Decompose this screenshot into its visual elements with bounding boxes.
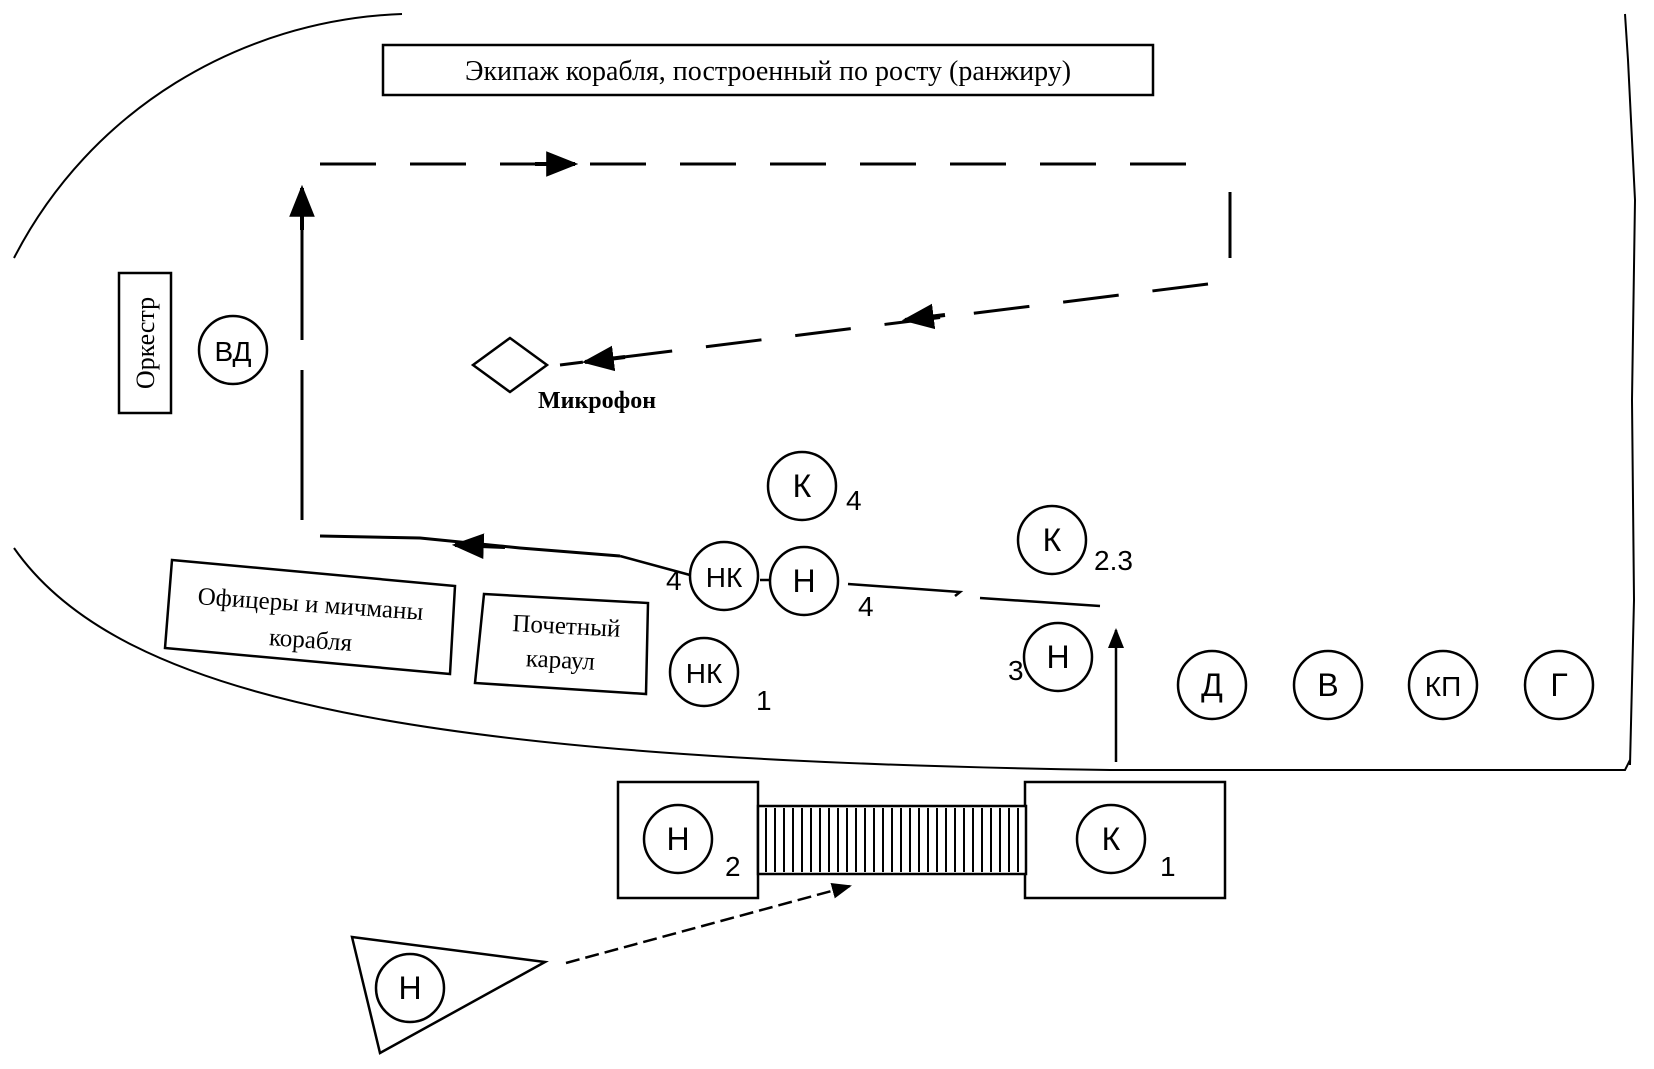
officers-box bbox=[163, 558, 457, 676]
ship-hull-bottom-curve bbox=[13, 547, 1631, 771]
marker-circle bbox=[1407, 649, 1479, 721]
orchestra-box bbox=[117, 271, 173, 415]
marker-d: Д bbox=[1176, 649, 1248, 721]
marker-label: К bbox=[1043, 522, 1062, 558]
marker-subscript: 3 bbox=[1008, 655, 1024, 686]
marker-subscript: 1 bbox=[756, 685, 772, 716]
marker-nk4: НК 4 bbox=[666, 540, 760, 612]
marker-label: В bbox=[1317, 667, 1338, 703]
marker-n3: Н3 bbox=[1008, 621, 1094, 693]
marker-subscript: 2 bbox=[725, 851, 741, 882]
marker-n4: Н4 bbox=[768, 545, 874, 622]
gangway bbox=[756, 804, 1028, 876]
marker-label: Н bbox=[666, 821, 689, 857]
marker-n-boat: Н bbox=[374, 952, 446, 1024]
title-text: Экипаж корабля, построенный по росту (ра… bbox=[465, 56, 1071, 87]
marker-subscript: 1 bbox=[1160, 851, 1176, 882]
route-formation-line bbox=[619, 554, 1101, 608]
marker-k1: К1 bbox=[1075, 803, 1176, 882]
marker-k23: К 2.3 bbox=[1016, 504, 1133, 576]
route-return-arrow bbox=[451, 533, 506, 559]
marker-subscript: 4 bbox=[858, 591, 874, 622]
route-boat-to-gangway bbox=[565, 882, 852, 965]
route-mic-arrow-2 bbox=[581, 345, 626, 372]
marker-label: Д bbox=[1201, 667, 1223, 703]
marker-kp: КП bbox=[1407, 649, 1479, 721]
marker-label: НК bbox=[706, 562, 743, 593]
marker-vd: ВД bbox=[197, 314, 269, 386]
honor-guard-label-line1: Почетный bbox=[512, 610, 621, 643]
marker-circle bbox=[374, 952, 446, 1024]
marker-circle bbox=[668, 636, 740, 708]
marker-label: Г bbox=[1550, 667, 1567, 703]
marker-circle bbox=[1292, 649, 1364, 721]
marker-v: В bbox=[1292, 649, 1364, 721]
marker-label: ВД bbox=[214, 336, 251, 367]
marker-circle bbox=[766, 450, 838, 522]
microphone-icon bbox=[470, 336, 550, 394]
marker-circle bbox=[197, 314, 269, 386]
marker-label: НК bbox=[686, 658, 723, 689]
marker-circle bbox=[642, 803, 714, 875]
marker-subscript: 4 bbox=[846, 485, 862, 516]
ship-hull-top-curve bbox=[13, 13, 403, 259]
marker-label: Н bbox=[1046, 639, 1069, 675]
marker-nk1: НК 1 bbox=[668, 636, 772, 716]
marker-circle bbox=[688, 540, 760, 612]
marker-n2: Н2 bbox=[642, 803, 741, 882]
honor-guard-box bbox=[473, 592, 650, 696]
marker-label: КП bbox=[1425, 671, 1461, 702]
orchestra-label: Оркестр bbox=[131, 297, 160, 389]
marker-circle bbox=[1075, 803, 1147, 875]
marker-subscript: 4 bbox=[666, 565, 682, 596]
marker-label: К bbox=[793, 468, 812, 504]
marker-circle bbox=[768, 545, 840, 617]
title-box bbox=[381, 43, 1155, 97]
officers-label-line2: корабля bbox=[268, 624, 353, 657]
ship-hull-stern-line bbox=[1624, 13, 1637, 766]
honor-guard-label-line2: караул bbox=[525, 645, 595, 676]
route-mic-arrow-1 bbox=[901, 303, 946, 330]
marker-circle bbox=[1016, 504, 1088, 576]
route-to-microphone-dashed bbox=[559, 282, 1209, 367]
marker-subscript: 2.3 bbox=[1094, 545, 1133, 576]
marker-g: Г bbox=[1523, 649, 1595, 721]
microphone-label: Микрофон bbox=[538, 388, 656, 414]
marker-circle bbox=[1022, 621, 1094, 693]
marker-label: Н bbox=[398, 970, 421, 1006]
marker-circle bbox=[1176, 649, 1248, 721]
marker-label: К bbox=[1102, 821, 1121, 857]
marker-label: Н bbox=[792, 563, 815, 599]
marker-circle bbox=[1523, 649, 1595, 721]
